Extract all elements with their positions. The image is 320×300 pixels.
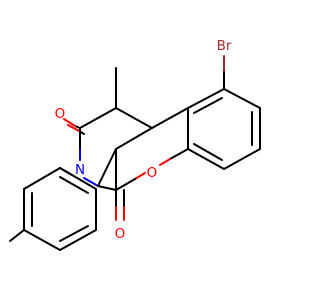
bond [115,178,136,191]
bond [187,148,225,170]
bond [97,148,117,187]
bond [23,229,61,251]
atom-label-o-ring: O [147,165,158,181]
bond [187,88,225,109]
bond [59,225,89,242]
bond [169,148,189,160]
atom-label-o-lactone: O [115,226,126,242]
bond [134,172,146,180]
atom-label-br: Br [217,38,232,54]
bond [223,88,261,109]
bond [23,167,61,190]
bond [115,127,153,150]
atom-label-n: N [75,162,85,178]
bond [59,176,89,194]
chemical-structure-diagram: Br O O O O N [9,38,261,251]
atom-label-o-upper-carbonyl: O [55,106,66,122]
bond [193,143,223,161]
molecule-drawing: Br O O O O N [9,38,261,251]
bond [9,229,25,242]
bond [115,107,153,129]
bond [59,229,97,251]
bond [223,148,261,170]
bond [97,185,117,191]
bond [159,158,171,166]
bond [83,177,99,187]
bond [151,107,189,129]
bond [67,124,80,132]
bond [59,167,97,190]
bond [79,107,117,129]
bond [63,118,76,127]
bond [193,97,223,114]
